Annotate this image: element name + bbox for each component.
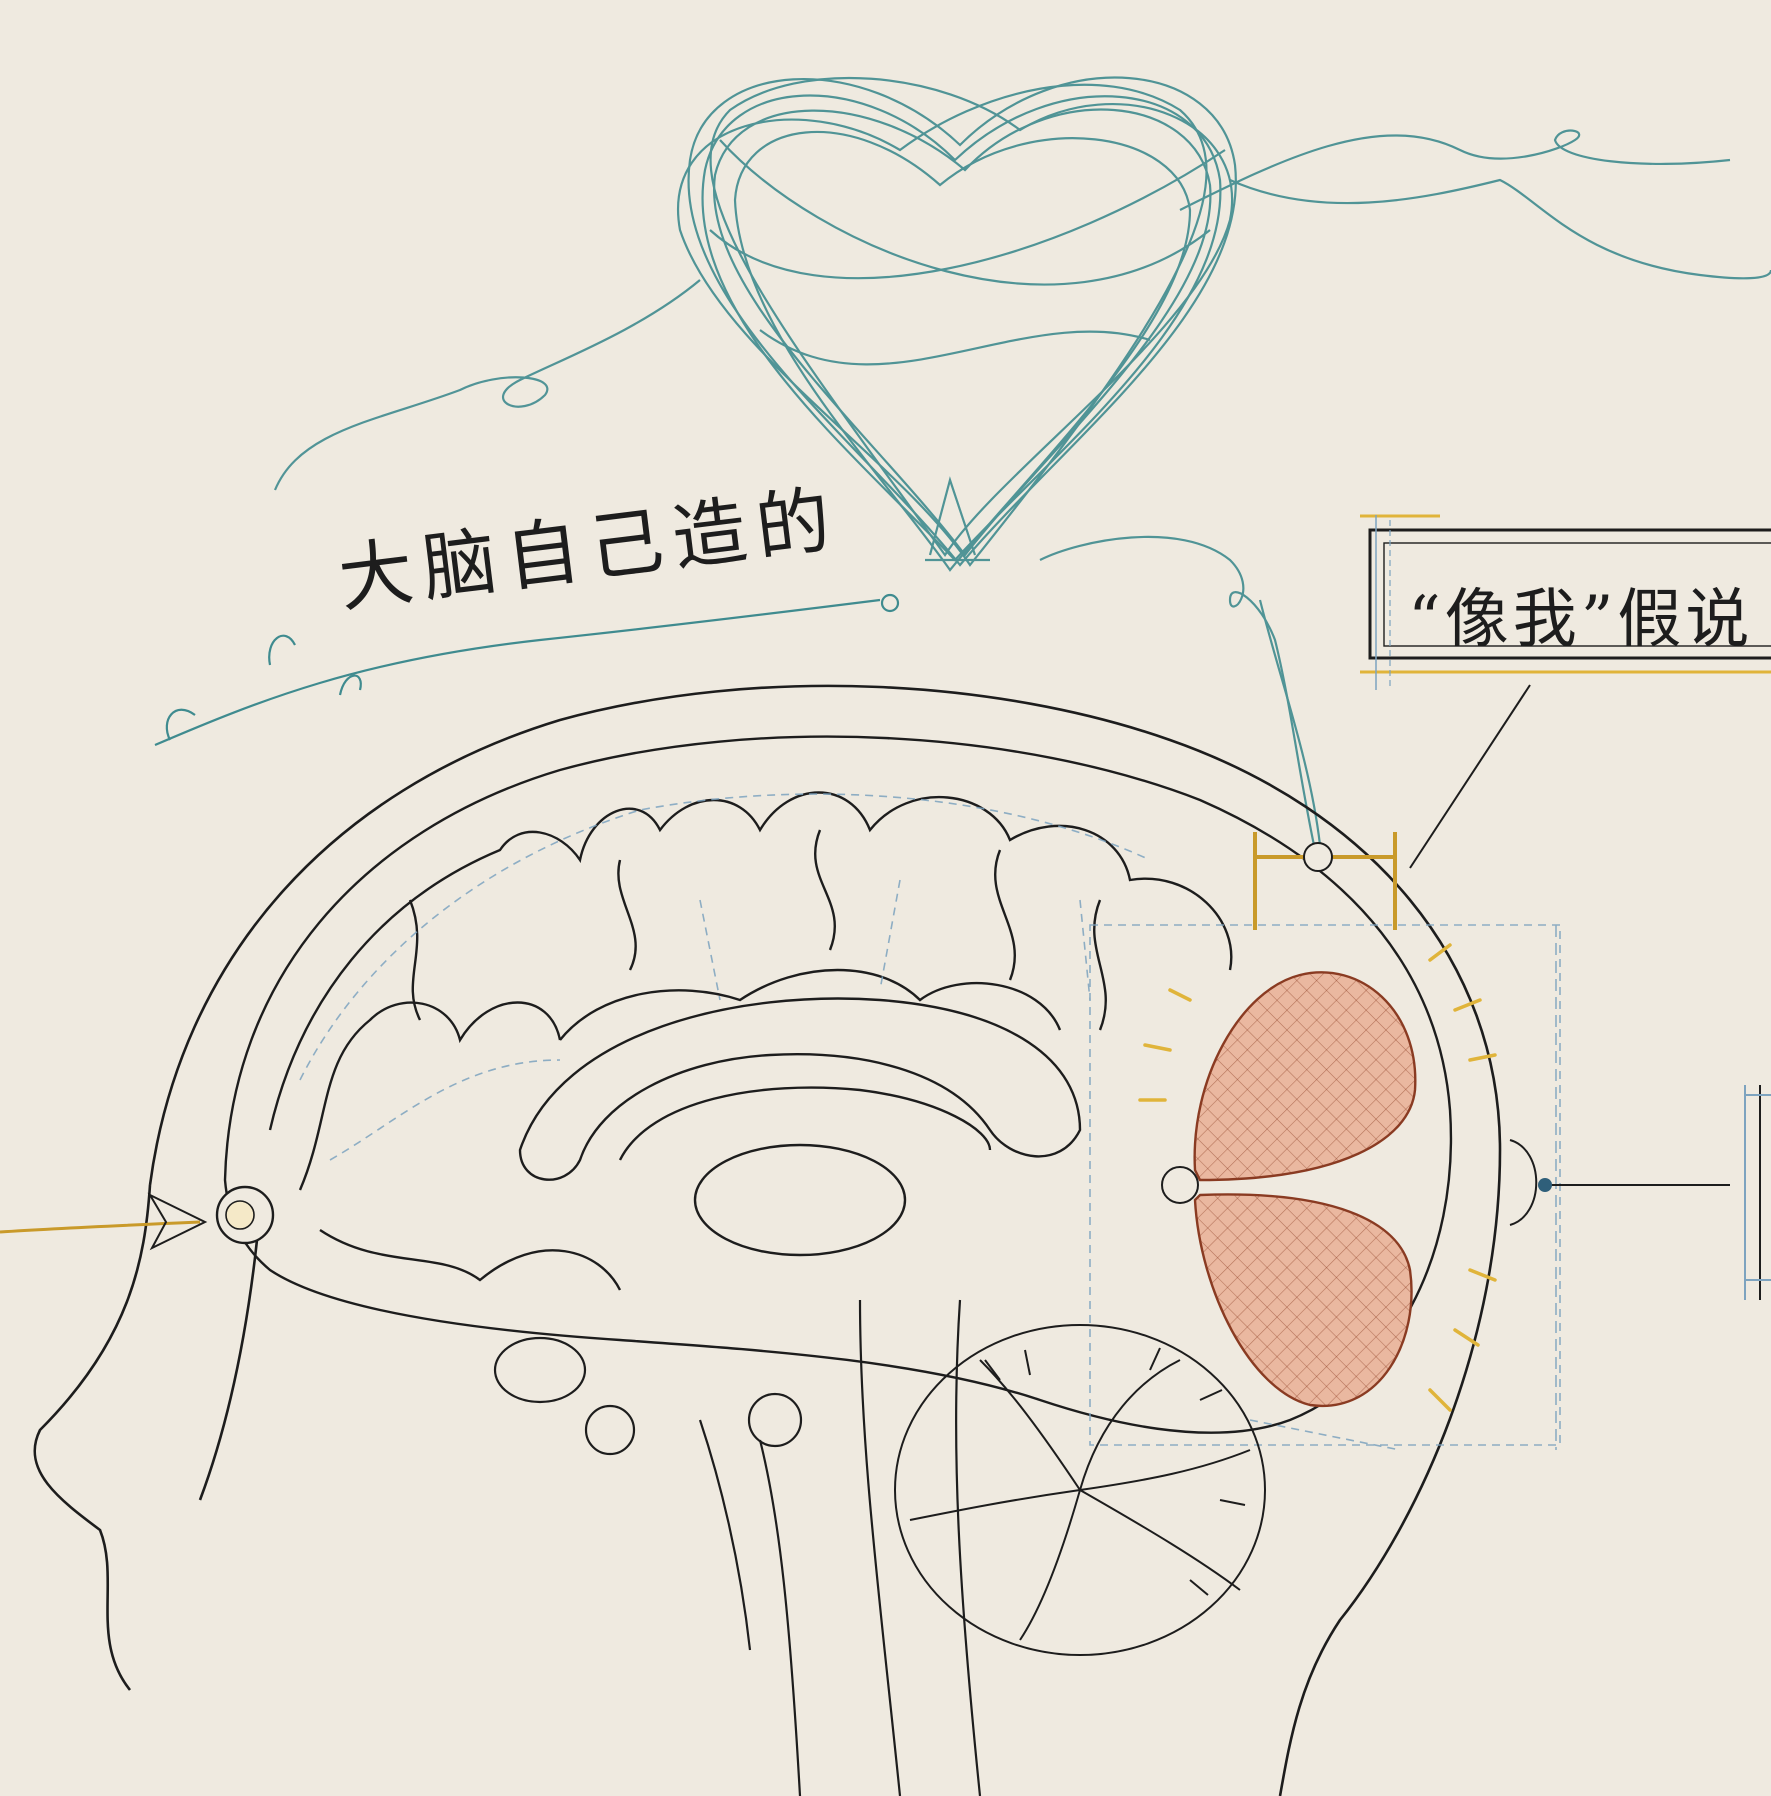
- hypothesis-label: “像我”假说: [1408, 583, 1754, 657]
- head-outline: [33, 684, 1502, 1796]
- brainstem: [493, 1299, 982, 1796]
- output-connector: [1509, 1085, 1771, 1300]
- vine-decoration: [154, 593, 900, 747]
- spotlight-icon: [1138, 943, 1497, 1412]
- cerebellum-icon: [894, 1324, 1266, 1656]
- bracket-connector: [1253, 832, 1397, 930]
- yarn-heart-icon: [273, 76, 1771, 851]
- arrow-icon: [0, 1185, 275, 1251]
- highlighted-region: [1161, 971, 1417, 1408]
- hypothesis-box: [1360, 514, 1771, 869]
